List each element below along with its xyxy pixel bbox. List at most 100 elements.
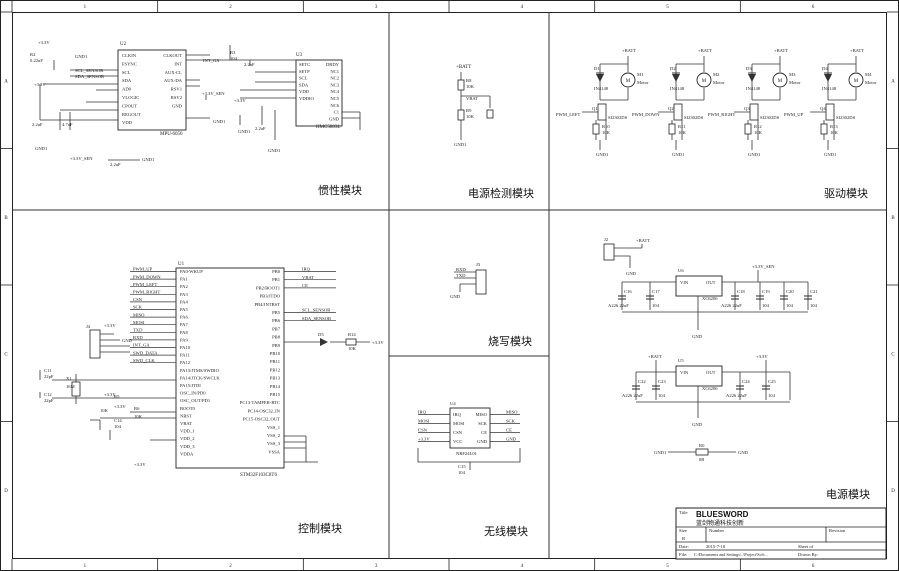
u1-lnet-12: SWD_CLK	[133, 358, 155, 363]
j3-txd: TXD	[456, 273, 466, 278]
pwr-batt-a: +BATT	[636, 238, 650, 243]
u1-lpin-5: PA5	[180, 307, 188, 312]
u3-rpin-0: DRDY	[326, 62, 340, 67]
net-scl-sensor: SCL_SENSOR	[75, 68, 104, 73]
u1-rpin-1: PB1	[272, 277, 281, 282]
u3-lpin-3: SDA	[299, 82, 309, 87]
u1-rpin-3: PB3/JTDO	[260, 294, 281, 299]
u4-lnet-1: MOSI	[418, 419, 430, 424]
u1-rpin-11: PB11	[270, 359, 281, 364]
u1-rpin-22: VSSA	[268, 449, 280, 454]
u1-lpin-0: PA0-WKUP	[180, 269, 203, 274]
j3-gnd: GND	[450, 294, 461, 299]
u2-lpin-3: SDA	[122, 78, 132, 83]
u1-lpin-20: VBAT	[180, 421, 192, 426]
u1-lpin-12: PA12	[180, 360, 191, 365]
pwr-cap-val-6: A226 22uF	[622, 393, 643, 398]
u4-rnet-3: GND	[506, 437, 517, 442]
u1-lpin-16: OSC_IN/PD0	[180, 391, 206, 396]
pd-r8: R8	[466, 78, 472, 83]
u1-rpin-19: VSS_1	[267, 425, 281, 430]
u1-rnet-3: SCL_SENSOR	[302, 308, 331, 313]
drive-diode-type-0: IN4148	[594, 86, 609, 91]
tb-number-label: Number	[709, 528, 725, 533]
row-label-right-D: D	[891, 489, 895, 494]
section-title-imu: 惯性模块	[318, 183, 362, 197]
row-label-B: B	[4, 216, 8, 221]
ctl-33v-a: +3.3V	[104, 392, 116, 397]
u1-rpin-5: PB5	[272, 310, 281, 315]
drive-gnd-1: GND1	[672, 152, 685, 157]
u1-rpin-14: PB14	[270, 384, 281, 389]
u6-vin: VIN	[680, 280, 689, 285]
col-label-bottom-1: 1	[84, 564, 87, 569]
u1-rpin-8: PB8	[272, 335, 281, 340]
tb-sheet-label: Sheet of	[798, 544, 814, 549]
col-label-bottom-5: 5	[666, 564, 669, 569]
drive-motor-type-2: Motor	[789, 80, 801, 85]
u2-lpin-5: VLOGIC	[122, 95, 139, 100]
u1-lnet-2: PWM_LEFT	[133, 282, 157, 287]
u1-rpin-4: PB4/JNTRST	[254, 302, 280, 307]
col-label-5: 5	[666, 5, 669, 10]
drive-r-val-3: 10K	[830, 130, 839, 135]
u1-lpin-15: PA15/JTDI	[180, 383, 201, 388]
u4-rnet-1: SCK	[506, 419, 516, 424]
pwr-batt-b: +BATT	[648, 354, 662, 359]
net-gnd1-d: GND1	[35, 146, 48, 151]
r3-ref: R3	[230, 50, 236, 55]
drive-motor-symbol-2: M	[778, 79, 783, 84]
u4-rpin-3: GND	[477, 439, 488, 444]
u1-lpin-18: BOOT0	[180, 406, 196, 411]
cap-c14: C14	[114, 418, 122, 423]
drive-motor-type-0: Motor	[637, 80, 649, 85]
row-label-D: D	[4, 489, 8, 494]
u2-lpin-7: REGOUT	[122, 112, 141, 117]
u6-regulator	[675, 275, 723, 297]
u1-lnet-1: PWM_DOWN	[133, 274, 161, 279]
net-gnd1-e: GND1	[238, 129, 251, 134]
u1-lnet-9: RXD	[133, 335, 143, 340]
res-r5: R5	[114, 394, 120, 399]
u1-lnet-4: CSN	[133, 297, 143, 302]
drive-diode-0: D1	[594, 66, 600, 71]
u4-rpin-0: MISO	[476, 412, 488, 417]
pwr-cap-val-0: A226 22uF	[608, 303, 629, 308]
pwr-cap-val-7: 104	[658, 393, 666, 398]
xtal-freq: 16M	[66, 384, 75, 389]
r0-ref: R0	[699, 443, 705, 448]
drive-net-3: PWM_UP	[784, 112, 804, 117]
net-33v-sen-b: +3.3V_SEN	[70, 156, 93, 161]
u2-lpin-0: CLKIN	[122, 53, 137, 58]
wireless-module: U4 NRF24L01 IRQIRQMOSIMOSICSNCSNVCC+3.3V…	[417, 401, 521, 475]
pwr-cap-val-8: A226 22uF	[726, 393, 747, 398]
net-gnd1-a: GND1	[75, 54, 88, 59]
tb-size-label: Size	[679, 528, 687, 533]
pwr-cap-9: C25	[768, 379, 776, 384]
pd-r9: R9	[466, 108, 472, 113]
led-d5: D5	[318, 332, 324, 337]
j4-gnd: GND	[122, 338, 133, 343]
pwr-cap-val-3: 104	[762, 303, 770, 308]
u5-regulator	[675, 365, 723, 387]
drive-net-0: PWM_LEFT	[556, 112, 580, 117]
drive-q-type-1: SI2302DS	[684, 115, 704, 120]
col-label-3: 3	[375, 5, 378, 10]
drive-diode-2: D3	[746, 66, 752, 71]
led-r14-val: 10K	[348, 346, 357, 351]
net-33v: +3.3V	[234, 98, 246, 103]
u4-rnet-2: CE	[506, 428, 512, 433]
u2-rpin-2: AUX-CL	[165, 70, 183, 75]
j3-header	[475, 269, 487, 295]
imu-module: U2 MPU-6050 CLKINFSYNCSCLSDAAD0VLOGICCPO…	[30, 40, 361, 167]
drive-diode-type-3: IN4148	[822, 86, 837, 91]
pwr-cap-0: C16	[624, 289, 632, 294]
pwr-cap-3: C19	[762, 289, 770, 294]
drive-q-2: Q3	[744, 106, 750, 111]
u1-lnet-10: INT_GA	[133, 343, 150, 348]
net-gnd1-f: GND1	[213, 119, 226, 124]
net-33v-sen: +3.3V_SEN	[202, 91, 225, 96]
u4-nrf24l01	[449, 407, 491, 449]
u6-out: OUT	[706, 280, 716, 285]
pwr-cap-1: C17	[652, 289, 660, 294]
